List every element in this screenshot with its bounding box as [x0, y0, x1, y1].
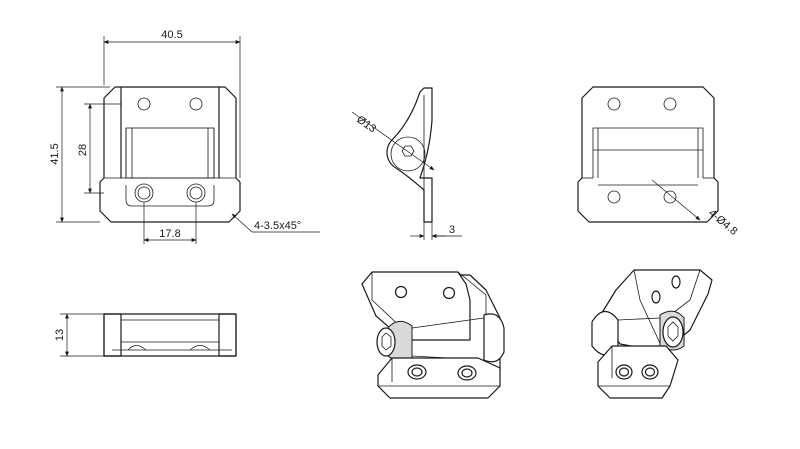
dim-plate-thickness: 3: [449, 224, 455, 236]
dim-height-total: 41.5: [49, 143, 61, 164]
dim-hole-diameter: 4-Ø4.8: [706, 207, 739, 238]
front-view: 40.5 41.5 28 17.8 4-3.5x45°: [49, 29, 320, 244]
isometric-view-2: [591, 269, 713, 399]
dim-pin-diameter: Ø13: [354, 114, 378, 136]
isometric-view-1: [361, 271, 505, 399]
dim-hole-spacing: 17.8: [159, 228, 180, 240]
dim-inner-height: 28: [77, 144, 89, 156]
bottom-view: 13: [54, 313, 237, 357]
side-view: Ø13 3: [351, 87, 462, 240]
dim-chamfer: 4-3.5x45°: [254, 220, 301, 232]
rear-view: 4-Ø4.8: [577, 86, 740, 238]
dim-side-thickness: 13: [54, 329, 66, 341]
dim-width-total: 40.5: [161, 29, 182, 41]
